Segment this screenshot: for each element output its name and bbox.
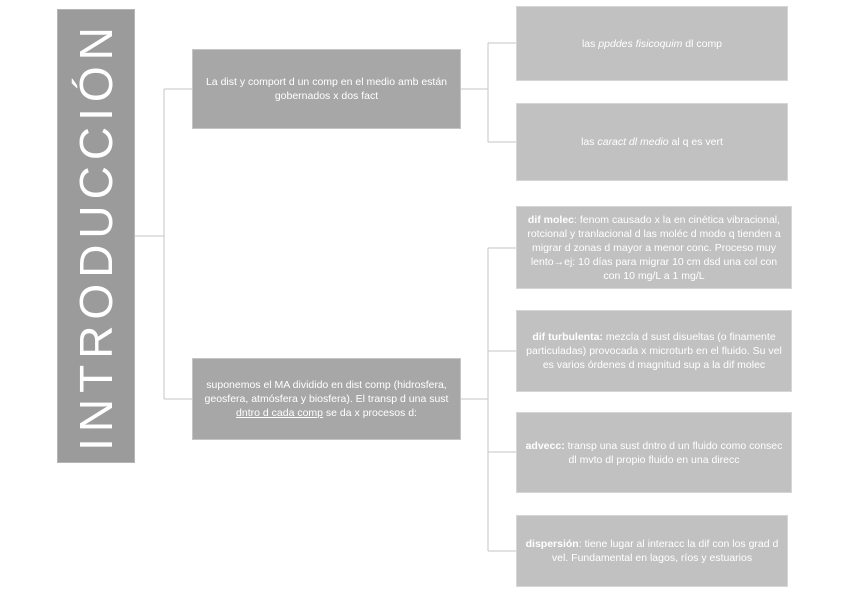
node-dispersion: dispersión: tiene lugar al interacc la d… [516, 515, 788, 587]
node-text: las ppddes fisicoquim dl comp [581, 37, 723, 50]
node-distribution-factors: La dist y comport d un comp en el medio … [192, 49, 461, 129]
node-text: La dist y comport d un comp en el medio … [205, 76, 448, 102]
node-compartments: suponemos el MA dividido en dist comp (h… [192, 358, 461, 440]
node-dif-turbulenta: dif turbulenta: mezcla d sust disueltas … [516, 310, 792, 392]
node-dif-molec: dif molec: fenom causado x la en cinétic… [516, 206, 792, 289]
node-fisicoquim-properties: las ppddes fisicoquim dl comp [516, 6, 788, 81]
node-text: dif turbulenta: mezcla d sust disueltas … [526, 331, 782, 371]
node-medium-characteristics: las caract dl medio al q es vert [516, 103, 788, 181]
node-adveccion: advecc: transp una sust dntro d un fluid… [516, 412, 792, 493]
node-introduccion: INTRODUCCIÓN [57, 9, 135, 463]
term-label: advecc: [525, 439, 565, 452]
node-text: dispersión: tiene lugar al interacc la d… [525, 538, 779, 564]
node-text: dif molec: fenom causado x la en cinétic… [527, 213, 781, 282]
italic-text: caract dl medio [597, 136, 669, 148]
underlined-text: dntro d cada comp [236, 407, 323, 419]
node-text: las caract dl medio al q es vert [581, 136, 723, 148]
italic-text: ppddes fisicoquim [598, 37, 683, 50]
term-label: dif turbulenta: [532, 331, 603, 343]
node-text: suponemos el MA dividido en dist comp (h… [204, 379, 449, 419]
diagram-title: INTRODUCCIÓN [70, 21, 122, 451]
term-label: dif molec [527, 213, 575, 226]
term-label: dispersión [525, 538, 579, 550]
node-text: advecc: transp una sust dntro d un fluid… [525, 439, 783, 466]
